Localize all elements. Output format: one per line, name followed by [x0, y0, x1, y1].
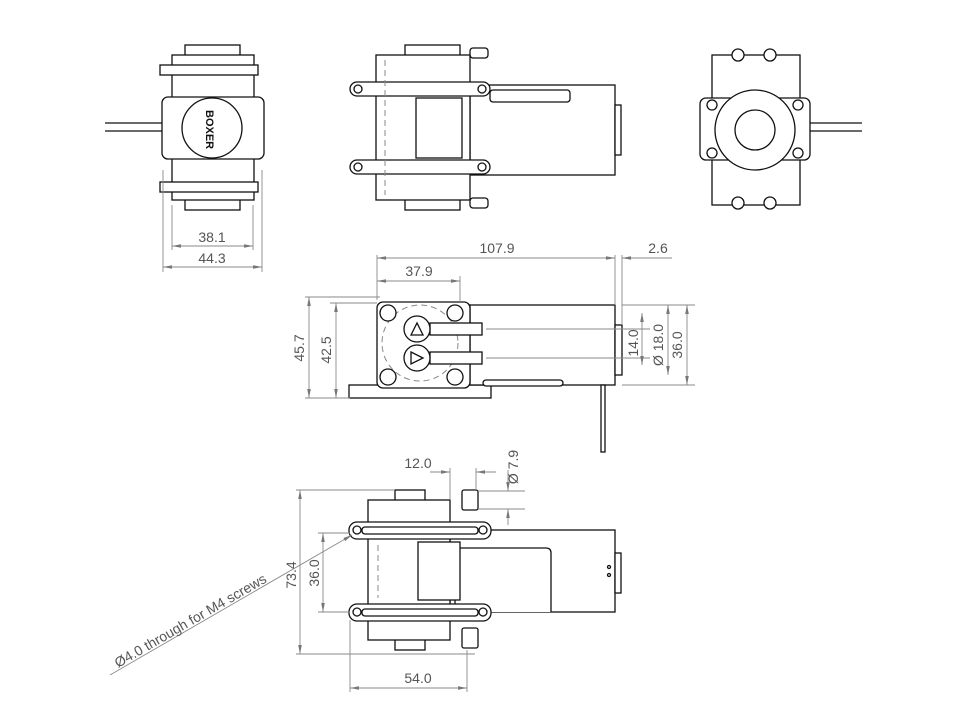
- dim-2-6: 2.6: [648, 240, 668, 256]
- dim-42-5: 42.5: [318, 336, 334, 363]
- bottom-view: 12.0 Ø 7.9 73.4 36.0 54.0 Ø4.0 through f…: [109, 450, 622, 692]
- dim-44-3: 44.3: [198, 250, 225, 266]
- top-right-view: [699, 48, 862, 210]
- dim-38-1: 38.1: [198, 229, 225, 245]
- dim-dia-7-9: Ø 7.9: [505, 450, 521, 484]
- dim-14-0: 14.0: [625, 329, 641, 356]
- top-left-view: BOXER 38.1 44.3: [105, 44, 265, 272]
- boxer-logo: BOXER: [203, 110, 215, 149]
- dim-36-0-holes: 36.0: [306, 559, 322, 586]
- top-middle-view: [349, 44, 622, 211]
- dim-107-9: 107.9: [479, 240, 514, 256]
- mounting-hole-note: Ø4.0 through for M4 screws: [112, 570, 270, 670]
- dim-45-7: 45.7: [291, 334, 307, 361]
- dim-36-0: 36.0: [669, 331, 685, 358]
- dim-12-0: 12.0: [404, 455, 431, 471]
- dim-73-4: 73.4: [283, 561, 299, 588]
- dim-dia-18-0: Ø 18.0: [650, 324, 666, 366]
- front-view: 107.9 2.6 37.9 45.7 42.5 14.0 Ø 18.0 36.…: [291, 240, 695, 453]
- dim-37-9: 37.9: [405, 263, 432, 279]
- dim-54-0: 54.0: [404, 670, 431, 686]
